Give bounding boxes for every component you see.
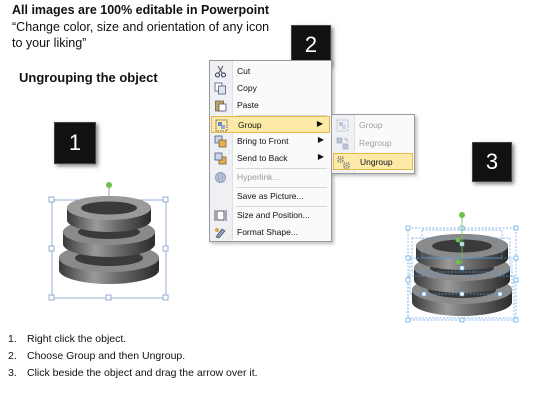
- step-item: 2.Choose Group and then Ungroup.: [8, 350, 186, 362]
- step-badge-2: 2: [291, 25, 331, 65]
- header-subtitle-line2: to your liking”: [12, 36, 87, 50]
- ungrouped-rings-object[interactable]: [400, 206, 522, 326]
- resize-handle[interactable]: [459, 317, 465, 323]
- step-badge-3: 3: [472, 142, 512, 182]
- resize-handle[interactable]: [513, 225, 519, 231]
- submenu-item-group[interactable]: Group: [333, 117, 413, 134]
- menu-item-format-shape[interactable]: Format Shape...: [211, 224, 330, 241]
- menu-item-label: Cut: [237, 66, 251, 76]
- context-menu: Cut Copy Paste Group ▶ Bring to Front ▶: [209, 60, 332, 242]
- menu-item-copy[interactable]: Copy: [211, 80, 330, 97]
- resize-handle[interactable]: [405, 317, 411, 323]
- submenu-item-label: Regroup: [359, 138, 392, 148]
- ring-stack: [59, 196, 159, 284]
- menu-item-cut[interactable]: Cut: [211, 63, 330, 80]
- menu-item-label: Bring to Front: [237, 136, 289, 146]
- group-icon: [215, 119, 228, 132]
- copy-icon: [214, 82, 226, 95]
- menu-item-label: Hyperlink...: [237, 172, 280, 182]
- instruction-steps: 1.Right click the object. 2.Choose Group…: [8, 331, 258, 382]
- resize-handle[interactable]: [459, 291, 465, 297]
- group-submenu: Group Regroup Ungroup: [331, 114, 415, 174]
- regroup-icon: [336, 137, 349, 150]
- scissors-icon: [215, 65, 226, 78]
- ungroup-icon: [337, 156, 350, 169]
- header-subtitle-line1: “Change color, size and orientation of a…: [12, 20, 270, 34]
- menu-item-paste[interactable]: Paste: [211, 97, 330, 114]
- rotate-handle[interactable]: [106, 182, 112, 188]
- submenu-arrow-icon: ▶: [317, 152, 324, 161]
- resize-handle[interactable]: [513, 255, 519, 261]
- resize-handle[interactable]: [48, 196, 55, 203]
- menu-item-size-and-position[interactable]: Size and Position...: [211, 207, 330, 224]
- menu-item-group[interactable]: Group ▶: [211, 116, 330, 133]
- resize-handle[interactable]: [405, 225, 411, 231]
- menu-item-label: Group: [238, 120, 262, 130]
- bring-front-icon: [214, 135, 227, 148]
- submenu-arrow-icon: ▶: [317, 135, 324, 144]
- step-item: 1.Right click the object.: [8, 333, 127, 345]
- submenu-item-label: Group: [359, 120, 383, 130]
- resize-handle[interactable]: [497, 291, 503, 297]
- submenu-item-ungroup[interactable]: Ungroup: [333, 153, 413, 170]
- menu-item-label: Save as Picture...: [237, 191, 304, 201]
- resize-handle[interactable]: [459, 265, 465, 271]
- rotate-handle[interactable]: [455, 237, 461, 243]
- resize-handle[interactable]: [513, 317, 519, 323]
- format-shape-icon: [215, 228, 226, 239]
- resize-handle[interactable]: [421, 291, 427, 297]
- submenu-item-regroup[interactable]: Regroup: [333, 135, 413, 152]
- submenu-item-label: Ungroup: [360, 157, 393, 167]
- header-title: All images are 100% editable in Powerpoi…: [12, 3, 270, 17]
- resize-handle[interactable]: [513, 277, 519, 283]
- resize-handle[interactable]: [162, 294, 169, 301]
- menu-item-bring-to-front[interactable]: Bring to Front ▶: [211, 133, 330, 150]
- step-item: 3.Click beside the object and drag the a…: [8, 367, 258, 379]
- resize-handle[interactable]: [405, 255, 411, 261]
- rotate-handle[interactable]: [455, 259, 461, 265]
- hyperlink-icon: [215, 172, 226, 183]
- menu-item-label: Paste: [237, 100, 259, 110]
- group-icon: [336, 119, 349, 132]
- resize-handle[interactable]: [48, 245, 55, 252]
- paste-icon: [215, 100, 227, 112]
- menu-item-label: Copy: [237, 83, 257, 93]
- menu-item-label: Format Shape...: [237, 227, 298, 237]
- send-back-icon: [214, 152, 227, 165]
- resize-handle[interactable]: [105, 294, 112, 301]
- resize-handle[interactable]: [162, 245, 169, 252]
- resize-handle[interactable]: [405, 277, 411, 283]
- menu-item-save-as-picture[interactable]: Save as Picture...: [211, 188, 330, 205]
- resize-handle[interactable]: [48, 294, 55, 301]
- menu-item-send-to-back[interactable]: Send to Back ▶: [211, 150, 330, 167]
- size-position-icon: [214, 210, 227, 221]
- rotate-handle[interactable]: [459, 212, 465, 218]
- section-heading: Ungrouping the object: [19, 70, 158, 85]
- menu-item-hyperlink[interactable]: Hyperlink...: [211, 169, 330, 186]
- resize-handle[interactable]: [162, 196, 169, 203]
- menu-item-label: Size and Position...: [237, 210, 310, 220]
- step-badge-1: 1: [54, 122, 96, 164]
- menu-item-label: Send to Back: [237, 153, 288, 163]
- grouped-rings-object[interactable]: [44, 178, 174, 306]
- submenu-arrow-icon: ▶: [316, 119, 323, 128]
